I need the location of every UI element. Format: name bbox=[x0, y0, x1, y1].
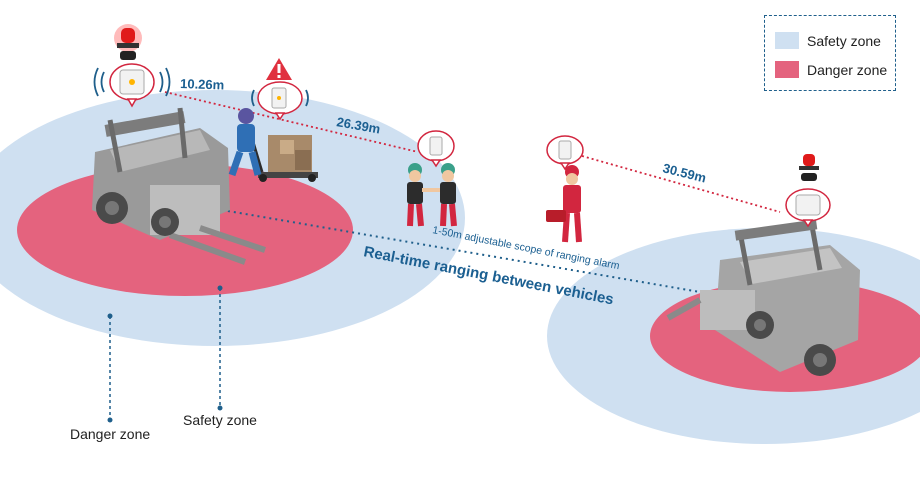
right-forklift bbox=[666, 219, 860, 376]
ranging-tag-icon-toolbox bbox=[546, 135, 584, 171]
worker-toolbox bbox=[546, 165, 582, 243]
safety-zone-callout: Safety zone bbox=[183, 412, 257, 428]
beacon-light-icon-left bbox=[114, 24, 142, 60]
signal-waves-icon-left bbox=[93, 67, 171, 97]
ranging-tag-icon-pair bbox=[417, 130, 455, 168]
danger-zone-swatch bbox=[775, 61, 799, 78]
ranging-tag-icon-worker bbox=[257, 81, 303, 121]
danger-callout-dot-top bbox=[107, 313, 113, 319]
safety-callout-dot-top bbox=[217, 285, 223, 291]
warning-icon bbox=[266, 58, 292, 80]
legend: Safety zone Danger zone bbox=[764, 15, 896, 91]
alert-line-1 bbox=[164, 91, 419, 153]
danger-callout-dot-bottom bbox=[107, 417, 113, 423]
workers-handshake bbox=[407, 163, 457, 227]
legend-label-safety: Safety zone bbox=[807, 32, 881, 49]
alert-line-2 bbox=[581, 155, 781, 213]
ranging-tag-icon-left bbox=[109, 63, 155, 108]
safety-callout-dot-bottom bbox=[217, 405, 223, 411]
danger-zone-callout: Danger zone bbox=[70, 426, 151, 442]
legend-item-safety: Safety zone bbox=[775, 32, 881, 49]
signal-waves-icon-worker bbox=[251, 89, 309, 107]
distance-label-1: 10.26m bbox=[180, 76, 225, 93]
left-forklift bbox=[92, 107, 266, 265]
safety-zone-swatch bbox=[775, 32, 799, 49]
legend-label-danger: Danger zone bbox=[807, 61, 888, 78]
legend-item-danger: Danger zone bbox=[775, 61, 887, 78]
worker-pallet-jack bbox=[228, 108, 318, 182]
distance-label-3: 30.59m bbox=[661, 160, 707, 185]
beacon-light-icon-right bbox=[799, 154, 819, 181]
ranging-tag-icon-right bbox=[785, 188, 831, 228]
